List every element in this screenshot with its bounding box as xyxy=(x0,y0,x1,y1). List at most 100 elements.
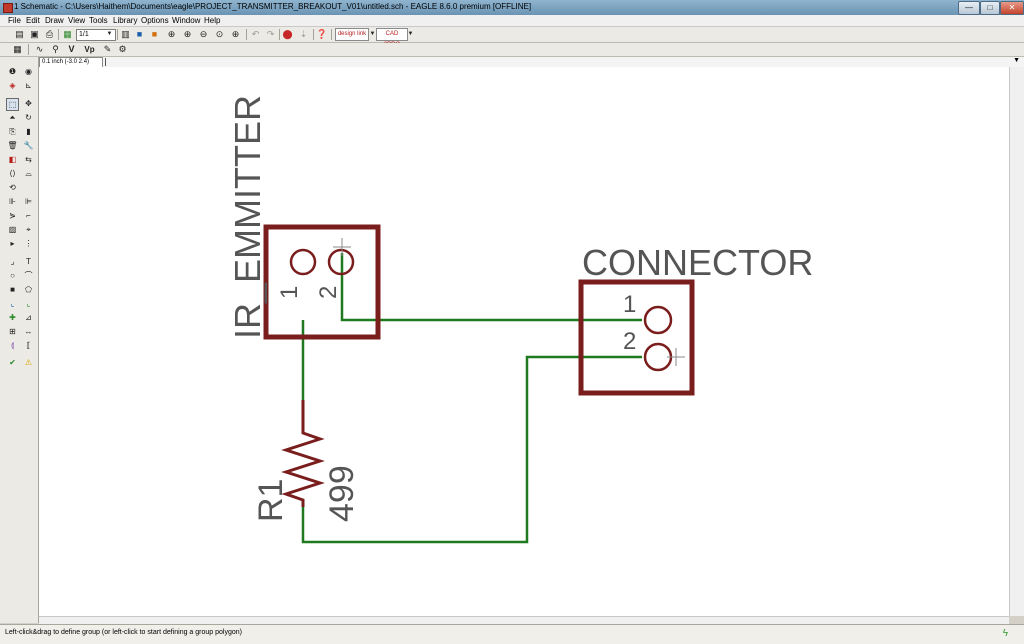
menu-file[interactable]: File xyxy=(8,16,21,25)
ir-emitter-pin2-pad[interactable] xyxy=(327,248,355,276)
menu-options[interactable]: Options xyxy=(141,16,169,25)
undo-icon[interactable]: ↶ xyxy=(251,29,260,39)
warning-icon[interactable]: ⚠ xyxy=(24,358,33,367)
module-icon[interactable]: ⟬ xyxy=(11,341,14,350)
attribute-icon[interactable]: ⊞ xyxy=(9,327,16,336)
attribute-icon[interactable]: ✎ xyxy=(103,44,112,54)
zoom-in-icon[interactable]: ⊕ xyxy=(183,29,192,39)
invoke-icon[interactable]: ⊫ xyxy=(25,197,32,206)
rotate-icon[interactable]: ↻ xyxy=(25,113,32,122)
zoom-redraw-icon[interactable]: ⊙ xyxy=(215,29,224,39)
resistor-r1-symbol[interactable] xyxy=(281,400,325,507)
sheet-select[interactable]: 1/1 xyxy=(76,29,116,41)
search-icon[interactable]: ⚲ xyxy=(52,44,59,54)
horizontal-scrollbar[interactable] xyxy=(39,616,1009,624)
gateswap-icon[interactable]: ⇆ xyxy=(25,155,32,164)
resistor-name-label[interactable]: R1 xyxy=(252,479,290,522)
slice-icon[interactable]: ⌖ xyxy=(26,225,31,234)
maximize-button[interactable]: □ xyxy=(980,1,1000,15)
cad-pro-logo[interactable]: CAD 2PRO xyxy=(376,28,408,48)
mark-icon[interactable]: ⊾ xyxy=(25,81,32,90)
move-icon[interactable]: ✥ xyxy=(25,99,32,108)
label-icon[interactable]: ⊿ xyxy=(25,313,32,322)
layer-icon[interactable]: ◈ xyxy=(9,81,16,90)
net-icon[interactable]: ⌞ xyxy=(26,299,31,308)
pinswap-icon[interactable]: ⋟ xyxy=(9,211,16,220)
go-icon[interactable]: ⇣ xyxy=(299,29,308,39)
split-icon[interactable]: ⊪ xyxy=(9,197,16,206)
zoom-fit-icon[interactable]: ⊕ xyxy=(167,29,176,39)
pin-list-icon[interactable]: ⋮ xyxy=(24,239,33,248)
rect-icon[interactable]: ■ xyxy=(10,285,15,294)
resistor-value-label[interactable]: 499 xyxy=(323,465,361,522)
minimize-button[interactable]: — xyxy=(958,1,980,15)
chevron-down-icon[interactable]: ▼ xyxy=(1013,57,1020,64)
open-icon[interactable]: ▤ xyxy=(15,29,24,39)
chevron-down-icon[interactable]: ▼ xyxy=(407,31,414,37)
stop-icon[interactable]: ⬤ xyxy=(282,29,293,39)
connector-body[interactable] xyxy=(578,279,695,396)
save-icon[interactable]: ▣ xyxy=(30,29,39,39)
delete-icon[interactable]: 🗑 xyxy=(7,141,18,150)
board-switch-icon[interactable]: ▦ xyxy=(63,29,72,39)
connector-pin1-pad[interactable] xyxy=(643,305,673,335)
ir-emitter-body[interactable] xyxy=(263,224,381,340)
group-icon[interactable]: ⬚ xyxy=(6,98,19,111)
optimize-icon[interactable]: ▨ xyxy=(8,225,17,234)
lightning-icon[interactable]: ϟ xyxy=(1002,628,1008,639)
smash-icon[interactable]: ⟲ xyxy=(9,183,16,192)
menu-edit[interactable]: Edit xyxy=(26,16,40,25)
dimension-icon[interactable]: ↔ xyxy=(24,327,33,336)
bus-icon[interactable]: ⌞ xyxy=(10,299,15,308)
arc-icon[interactable]: ⌒ xyxy=(24,271,33,280)
redo-icon[interactable]: ↷ xyxy=(266,29,275,39)
add-icon[interactable]: ▸ xyxy=(10,239,15,248)
help-icon[interactable]: ❓ xyxy=(316,29,328,39)
library-icon[interactable]: ▥ xyxy=(121,29,130,39)
print-icon[interactable]: ⎙ xyxy=(45,29,54,39)
vertical-scrollbar[interactable] xyxy=(1009,67,1024,616)
schematic-canvas[interactable]: IR_EMMITTER 1 2 CONNECTOR 1 2 R1 499 xyxy=(39,67,1009,616)
menu-library[interactable]: Library xyxy=(113,16,138,25)
zoom-out-icon[interactable]: ⊖ xyxy=(199,29,208,39)
command-line-cursor[interactable] xyxy=(105,58,106,66)
cam-icon[interactable]: ■ xyxy=(136,29,143,39)
menu-help[interactable]: Help xyxy=(204,16,221,25)
erc-icon[interactable]: ✔ xyxy=(9,358,16,367)
mirror-icon[interactable]: ⏶ xyxy=(9,113,16,122)
value-pin-tool[interactable]: Vp xyxy=(84,45,95,54)
net-wire-return[interactable] xyxy=(301,355,642,544)
design-link-logo[interactable]: design link xyxy=(335,28,369,41)
menu-window[interactable]: Window xyxy=(172,16,201,25)
chevron-down-icon[interactable]: ▼ xyxy=(369,31,376,37)
name-icon[interactable]: ⟨⟩ xyxy=(9,169,16,178)
circle-icon[interactable]: ○ xyxy=(10,271,15,280)
replace-icon[interactable]: ◧ xyxy=(8,155,17,164)
value-tool[interactable]: V xyxy=(68,44,75,54)
ulp-icon[interactable]: ■ xyxy=(151,29,158,39)
menu-view[interactable]: View xyxy=(68,16,86,25)
paste-icon[interactable]: ▮ xyxy=(26,127,31,136)
gear-icon[interactable]: ⚙ xyxy=(118,44,127,54)
close-button[interactable]: ✕ xyxy=(1000,1,1024,15)
chevron-down-icon[interactable]: ▼ xyxy=(106,31,113,37)
change-icon[interactable]: 🔧 xyxy=(23,141,34,150)
ir-emitter-label[interactable]: IR_EMMITTER xyxy=(227,95,268,339)
ir-emitter-pin1-pad[interactable] xyxy=(289,248,317,276)
miter-icon[interactable]: ⌐ xyxy=(26,211,31,220)
wire-icon[interactable]: ∿ xyxy=(35,44,44,54)
copy-icon[interactable]: ⎘ xyxy=(9,127,16,136)
polygon-icon[interactable]: ⬠ xyxy=(25,285,32,294)
line-icon[interactable]: ⌟ xyxy=(10,257,15,266)
net-wire-pin2[interactable] xyxy=(340,253,642,322)
connector-label[interactable]: CONNECTOR xyxy=(582,242,813,283)
port-icon[interactable]: ⟦ xyxy=(26,341,31,350)
menu-draw[interactable]: Draw xyxy=(45,16,64,25)
text-icon[interactable]: T xyxy=(26,257,31,266)
junction-icon[interactable]: ✚ xyxy=(9,313,16,322)
show-icon[interactable]: ◉ xyxy=(25,67,32,76)
grid-icon[interactable]: ▦ xyxy=(13,44,22,54)
value-icon[interactable]: ⌓ xyxy=(25,169,32,178)
info-icon[interactable]: ❶ xyxy=(8,67,17,76)
menu-tools[interactable]: Tools xyxy=(89,16,108,25)
